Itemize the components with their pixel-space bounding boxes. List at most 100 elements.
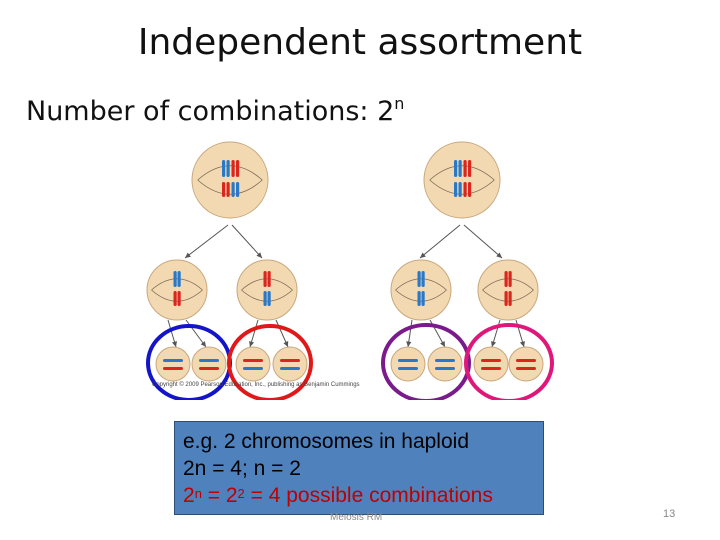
meiosis-i-cell bbox=[390, 259, 452, 321]
arrow-head bbox=[256, 252, 262, 258]
combination-circle bbox=[227, 324, 313, 400]
chromatid bbox=[516, 359, 536, 362]
meiosis-i-cell bbox=[146, 259, 208, 321]
parent-cell bbox=[423, 141, 501, 219]
example-line-1: e.g. 2 chromosomes in haploid bbox=[183, 430, 469, 453]
cell-membrane bbox=[191, 346, 227, 382]
example-exp-a: n bbox=[194, 486, 202, 501]
arrow-line bbox=[184, 224, 229, 259]
chromatid bbox=[177, 271, 181, 287]
chromatid bbox=[508, 291, 512, 306]
gamete-cell bbox=[155, 346, 191, 382]
chromatid bbox=[516, 367, 536, 370]
arrow-head bbox=[491, 341, 497, 347]
spindle-fiber bbox=[395, 289, 447, 302]
chromatid bbox=[463, 160, 467, 177]
chromatid bbox=[435, 367, 455, 370]
footer-label: Meiosis RM bbox=[330, 512, 383, 523]
arrow-head bbox=[249, 341, 255, 347]
gamete-cell bbox=[191, 346, 227, 382]
spindle-fiber bbox=[482, 289, 534, 302]
chromatid bbox=[199, 359, 219, 362]
cell-membrane bbox=[191, 141, 269, 219]
cell-membrane bbox=[236, 259, 298, 321]
chromatid bbox=[173, 271, 177, 287]
cell-membrane bbox=[155, 346, 191, 382]
spindle-fiber bbox=[151, 289, 203, 302]
chromatid bbox=[454, 182, 458, 197]
spindle-fiber bbox=[429, 179, 495, 195]
spindle-fiber bbox=[197, 165, 263, 181]
combination-circle bbox=[381, 323, 471, 400]
chromatid bbox=[504, 271, 508, 287]
arrow-head bbox=[171, 341, 177, 347]
chromatid bbox=[243, 367, 263, 370]
chromatid bbox=[417, 271, 421, 287]
chromatid bbox=[463, 182, 467, 197]
chromatid bbox=[421, 291, 425, 306]
diagram-root bbox=[146, 141, 554, 400]
chromatid bbox=[454, 160, 458, 177]
example-box: e.g. 2 chromosomes in haploid 2n = 4; n … bbox=[174, 421, 544, 515]
chromatid bbox=[468, 182, 472, 197]
spindle-fiber bbox=[241, 289, 293, 302]
cell-membrane bbox=[390, 259, 452, 321]
chromatid bbox=[508, 271, 512, 287]
gamete-cell bbox=[508, 346, 544, 382]
chromatid bbox=[280, 367, 300, 370]
parent-cell bbox=[191, 141, 269, 219]
example-result: = 4 possible combinations bbox=[244, 484, 493, 507]
chromatid bbox=[280, 359, 300, 362]
arrow-head bbox=[200, 341, 206, 347]
gamete-cell bbox=[473, 346, 509, 382]
cell-membrane bbox=[423, 141, 501, 219]
chromatid bbox=[226, 182, 230, 197]
subtitle-exponent: n bbox=[394, 94, 405, 113]
chromatid bbox=[417, 291, 421, 306]
arrow-line bbox=[419, 224, 461, 259]
cell-membrane bbox=[508, 346, 544, 382]
chromatid bbox=[458, 160, 462, 177]
chromatid bbox=[481, 367, 501, 370]
arrow-head bbox=[406, 341, 412, 347]
chromatid bbox=[173, 291, 177, 306]
meiosis-diagram bbox=[146, 141, 554, 400]
cell-membrane bbox=[235, 346, 271, 382]
meiosis-i-cell bbox=[477, 259, 539, 321]
chromatid bbox=[163, 367, 183, 370]
chromatid bbox=[481, 359, 501, 362]
spindle-fiber bbox=[151, 278, 203, 291]
cell-membrane bbox=[146, 259, 208, 321]
page-number: 13 bbox=[663, 508, 676, 520]
chromatid bbox=[504, 291, 508, 306]
cell-membrane bbox=[473, 346, 509, 382]
arrow-head bbox=[440, 341, 445, 347]
gamete-cell bbox=[390, 346, 426, 382]
cell-membrane bbox=[427, 346, 463, 382]
gamete-cell bbox=[235, 346, 271, 382]
example-exp-b: 2 bbox=[237, 486, 245, 501]
chromatid bbox=[398, 367, 418, 370]
chromatid bbox=[458, 182, 462, 197]
slide-title: Independent assortment bbox=[137, 22, 583, 63]
chromatid bbox=[267, 291, 271, 306]
chromatid bbox=[222, 182, 226, 197]
chromatid bbox=[421, 271, 425, 287]
chromatid bbox=[468, 160, 472, 177]
arrow-head bbox=[185, 252, 191, 258]
cell-membrane bbox=[477, 259, 539, 321]
chromatid bbox=[163, 359, 183, 362]
spindle-fiber bbox=[429, 165, 495, 181]
gamete-cell bbox=[427, 346, 463, 382]
chromatid bbox=[267, 271, 271, 287]
example-base-b: = 2 bbox=[201, 484, 238, 507]
chromatid bbox=[231, 182, 235, 197]
subtitle-text: Number of combinations: 2 bbox=[26, 96, 395, 127]
chromatid bbox=[236, 160, 240, 177]
arrow-line bbox=[463, 224, 503, 259]
chromatid bbox=[236, 182, 240, 197]
arrow-head bbox=[420, 252, 426, 258]
spindle-fiber bbox=[241, 278, 293, 291]
arrow-head bbox=[519, 341, 525, 347]
meiosis-i-cell bbox=[236, 259, 298, 321]
